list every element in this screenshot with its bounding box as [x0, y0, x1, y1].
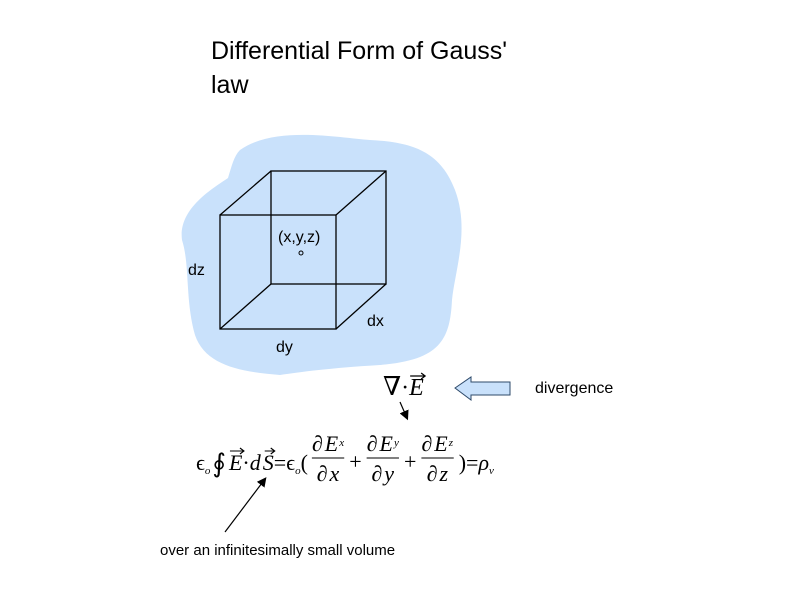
plus-sign: + [404, 449, 416, 474]
equals-sign: = [274, 450, 286, 475]
subscript: y [393, 437, 399, 449]
e-field-symbol: E [408, 375, 424, 401]
epsilon-symbol: ϵ [286, 450, 295, 475]
denominator-var: y [382, 461, 394, 486]
e-component: E [324, 431, 339, 456]
left-paren: ( [301, 450, 308, 475]
cube-front-face [219, 214, 337, 330]
vector-arrow-icon [229, 447, 245, 455]
point-label: (x,y,z) [278, 229, 320, 246]
vector-arrow-icon [264, 447, 276, 455]
divergence-expression: ∇·E [383, 372, 424, 401]
subscript: o [295, 465, 301, 477]
partial-symbol: ∂ [317, 461, 328, 486]
fractions: ∂Ex ∂x + ∂Ey ∂y + ∂Ez ∂z )=ρv [311, 431, 494, 486]
denominator: ∂z [427, 461, 449, 486]
dy-label: dy [276, 339, 293, 356]
dx-label: dx [367, 313, 384, 330]
differential-d: d [250, 450, 262, 475]
nabla-symbol: ∇ [383, 372, 401, 401]
contour-integral-symbol: ∮ [212, 449, 226, 478]
vector-arrow-icon [410, 372, 427, 380]
epsilon-symbol: ϵ [196, 450, 205, 475]
e-component: E [433, 431, 448, 456]
slide-title: Differential Form of Gauss' law [211, 34, 507, 102]
gauss-equation: ϵo∮E·dS=ϵo( ∂Ex ∂x + ∂Ey ∂y + ∂Ez [196, 431, 494, 486]
divergence-label: divergence [535, 380, 613, 397]
surface-symbol: S [263, 450, 274, 475]
dot-operator: · [401, 375, 409, 401]
denominator-var: x [328, 461, 339, 486]
cube [219, 170, 387, 330]
e-field-symbol: E [228, 450, 243, 475]
pointer-arrow-icon [224, 477, 267, 533]
point-marker [298, 250, 304, 256]
title-line-1: Differential Form of Gauss' [211, 37, 508, 65]
subscript: x [338, 437, 344, 449]
hollow-arrow-icon [454, 376, 511, 401]
dot-operator: · [242, 450, 249, 475]
numerator: ∂Ez [421, 431, 453, 456]
volume-blob [181, 134, 462, 375]
e-component: E [379, 431, 394, 456]
subscript: z [448, 437, 454, 449]
subscript: v [489, 465, 494, 477]
partial-symbol: ∂ [427, 461, 438, 486]
fraction-z: ∂Ez ∂z [421, 431, 454, 486]
partial-symbol: ∂ [367, 431, 378, 456]
cube-back-face [270, 170, 387, 285]
fraction-x: ∂Ex ∂x [311, 431, 345, 486]
partial-symbol: ∂ [312, 431, 323, 456]
partial-symbol: ∂ [421, 431, 432, 456]
subscript: o [205, 465, 211, 477]
fraction-y: ∂Ey ∂y [366, 431, 399, 486]
volume-annotation: over an infinitesimally small volume [160, 542, 395, 559]
denominator: ∂y [371, 461, 394, 486]
pointer-arrow-icon [399, 401, 409, 421]
equals-sign: = [466, 450, 478, 475]
numerator: ∂Ey [367, 431, 399, 456]
equation-right-side: )=ρv [459, 450, 494, 477]
equation-left-side: ϵo∮E·dS=ϵo( [196, 449, 308, 478]
denominator: ∂x [317, 461, 340, 486]
partial-symbol: ∂ [371, 461, 382, 486]
plus-sign: + [349, 449, 361, 474]
title-line-2: law [211, 71, 249, 99]
rho-symbol: ρ [477, 450, 489, 475]
dz-label: dz [188, 262, 205, 279]
right-paren: ) [459, 450, 466, 475]
denominator-var: z [438, 461, 448, 486]
numerator: ∂Ex [312, 431, 344, 456]
